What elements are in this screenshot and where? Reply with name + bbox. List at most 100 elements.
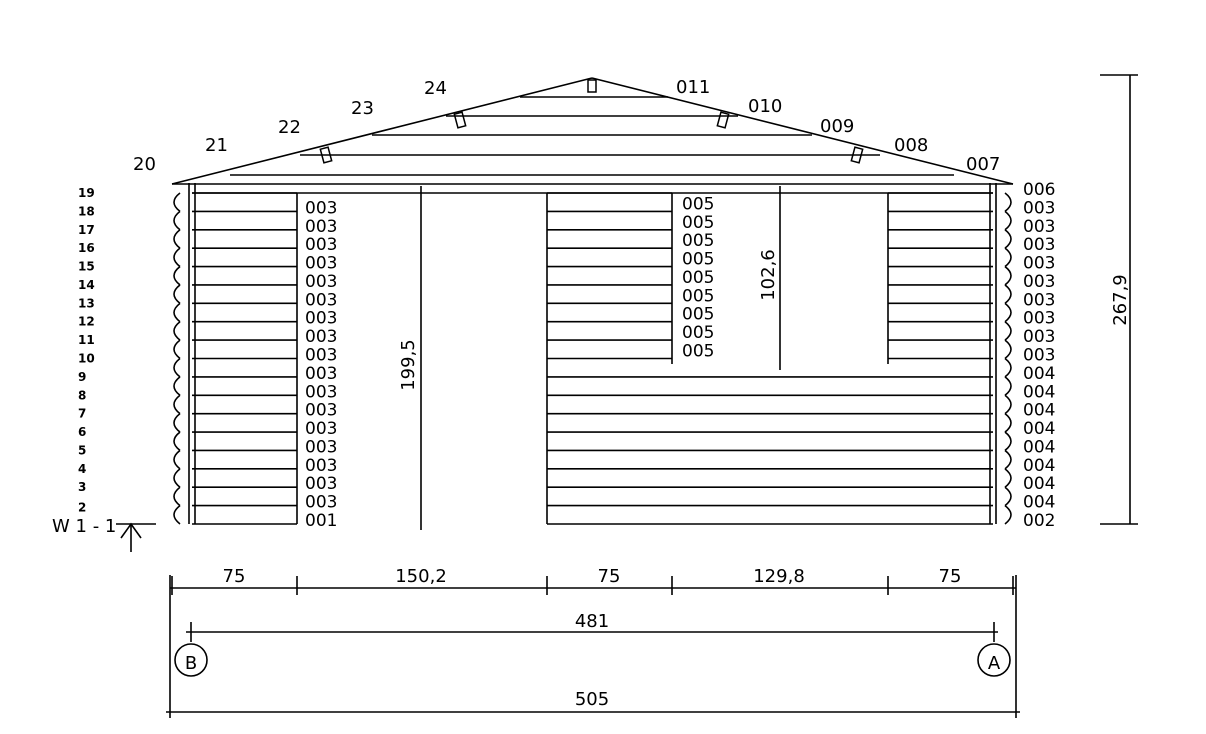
- log-end-left: [173, 247, 181, 268]
- log-code-window: 005: [682, 342, 714, 362]
- log-end-left: [173, 431, 181, 452]
- row-number: 2: [78, 501, 86, 515]
- window-height-dimension: 102,6: [758, 249, 779, 301]
- log-end-right: [1004, 468, 1012, 488]
- log-code-right: 003: [1023, 217, 1055, 237]
- log-end-right: [1004, 413, 1012, 433]
- row-number: 8: [78, 388, 86, 402]
- log-code-left: 003: [305, 290, 337, 310]
- row-number: 18: [78, 204, 95, 218]
- log-code-left: 003: [305, 346, 337, 366]
- log-code-left: 003: [305, 474, 337, 494]
- log-code-window: 005: [682, 323, 714, 343]
- gable-roof-right: [591, 77, 1014, 185]
- log-end-right: [1004, 265, 1012, 286]
- log-code-right: 004: [1023, 382, 1055, 402]
- log-code-right: 003: [1023, 346, 1055, 366]
- log-code-right: 006: [1023, 180, 1055, 200]
- log-code-left: 003: [305, 217, 337, 237]
- row-number: 10: [78, 352, 95, 366]
- log-code-left: 003: [305, 456, 337, 476]
- log-end-right: [1004, 192, 1012, 213]
- log-end-left: [173, 210, 181, 231]
- wall-structure: [116, 74, 1138, 718]
- log-end-left: [173, 449, 181, 470]
- gable-code: 009: [820, 116, 854, 137]
- total-height-dimension: 267,9: [1110, 274, 1131, 326]
- gable-code: 007: [966, 154, 1000, 175]
- log-end-right: [1004, 247, 1012, 268]
- axis-distance-dimension: 481: [575, 611, 609, 632]
- log-code-right: 003: [1023, 290, 1055, 310]
- row-number: 4: [78, 462, 86, 476]
- log-code-right: 003: [1023, 235, 1055, 255]
- row-number: 12: [78, 315, 95, 329]
- log-code-window: 005: [682, 286, 714, 306]
- log-code-window: 005: [682, 250, 714, 270]
- bottom-dimension-value: 75: [939, 566, 962, 587]
- log-code-right: 004: [1023, 401, 1055, 421]
- row-number: 15: [78, 260, 95, 274]
- log-code-left: 003: [305, 235, 337, 255]
- purlin-right-lower: [850, 146, 864, 164]
- gable-number: 24: [424, 78, 447, 99]
- door-height-dimension: 199,5: [398, 339, 419, 391]
- log-code-right: 002: [1023, 511, 1055, 531]
- log-end-right: [1004, 449, 1012, 470]
- row-number: 6: [78, 425, 86, 439]
- log-code-right: 004: [1023, 419, 1055, 439]
- log-end-left: [173, 339, 181, 360]
- gable-code: 011: [676, 77, 710, 98]
- log-code-right: 004: [1023, 493, 1055, 513]
- log-end-right: [1004, 504, 1012, 525]
- log-code-left: 003: [305, 254, 337, 274]
- log-code-right: 004: [1023, 456, 1055, 476]
- gable-number: 20: [133, 154, 156, 175]
- ridge-purlin: [587, 79, 597, 93]
- log-code-left: 003: [305, 327, 337, 347]
- log-code-right: 004: [1023, 364, 1055, 384]
- row-number: 14: [78, 278, 95, 292]
- log-end-right: [1004, 339, 1012, 360]
- gable-roof-left: [171, 77, 593, 185]
- log-end-left: [173, 486, 181, 507]
- log-end-right: [1004, 376, 1012, 396]
- log-code-left: 003: [305, 364, 337, 384]
- log-end-left: [173, 394, 181, 415]
- purlin-right-upper: [716, 111, 730, 129]
- purlin-left-upper: [453, 111, 467, 129]
- log-code-left: 001: [305, 511, 337, 531]
- log-code-right: 003: [1023, 327, 1055, 347]
- log-end-right: [1004, 486, 1012, 507]
- bottom-dimension-value: 150,2: [395, 566, 447, 587]
- purlin-left-lower: [319, 146, 333, 164]
- bottom-dimension-value: 129,8: [753, 566, 805, 587]
- gable-number: 22: [278, 117, 301, 138]
- log-code-right: 003: [1023, 254, 1055, 274]
- log-code-left: 003: [305, 401, 337, 421]
- log-end-right: [1004, 321, 1012, 341]
- gable-code: 010: [748, 96, 782, 117]
- log-end-right: [1004, 210, 1012, 231]
- log-end-right: [1004, 394, 1012, 415]
- log-code-window: 005: [682, 231, 714, 251]
- log-end-right: [1004, 302, 1012, 323]
- log-end-left: [173, 284, 181, 304]
- row-number: 7: [78, 407, 86, 421]
- log-code-right: 004: [1023, 474, 1055, 494]
- gable-code: 008: [894, 135, 928, 156]
- log-code-left: 003: [305, 272, 337, 292]
- log-code-window: 005: [682, 213, 714, 233]
- log-code-left: 003: [305, 419, 337, 439]
- log-code-left: 003: [305, 198, 337, 218]
- log-code-left: 003: [305, 382, 337, 402]
- log-end-left: [173, 468, 181, 488]
- axis-marker-circle: [977, 643, 1011, 677]
- log-end-right: [1004, 431, 1012, 452]
- log-code-right: 003: [1023, 198, 1055, 218]
- row-number: 13: [78, 296, 95, 310]
- row-number: 17: [78, 223, 95, 237]
- axis-b-label: B: [185, 653, 197, 674]
